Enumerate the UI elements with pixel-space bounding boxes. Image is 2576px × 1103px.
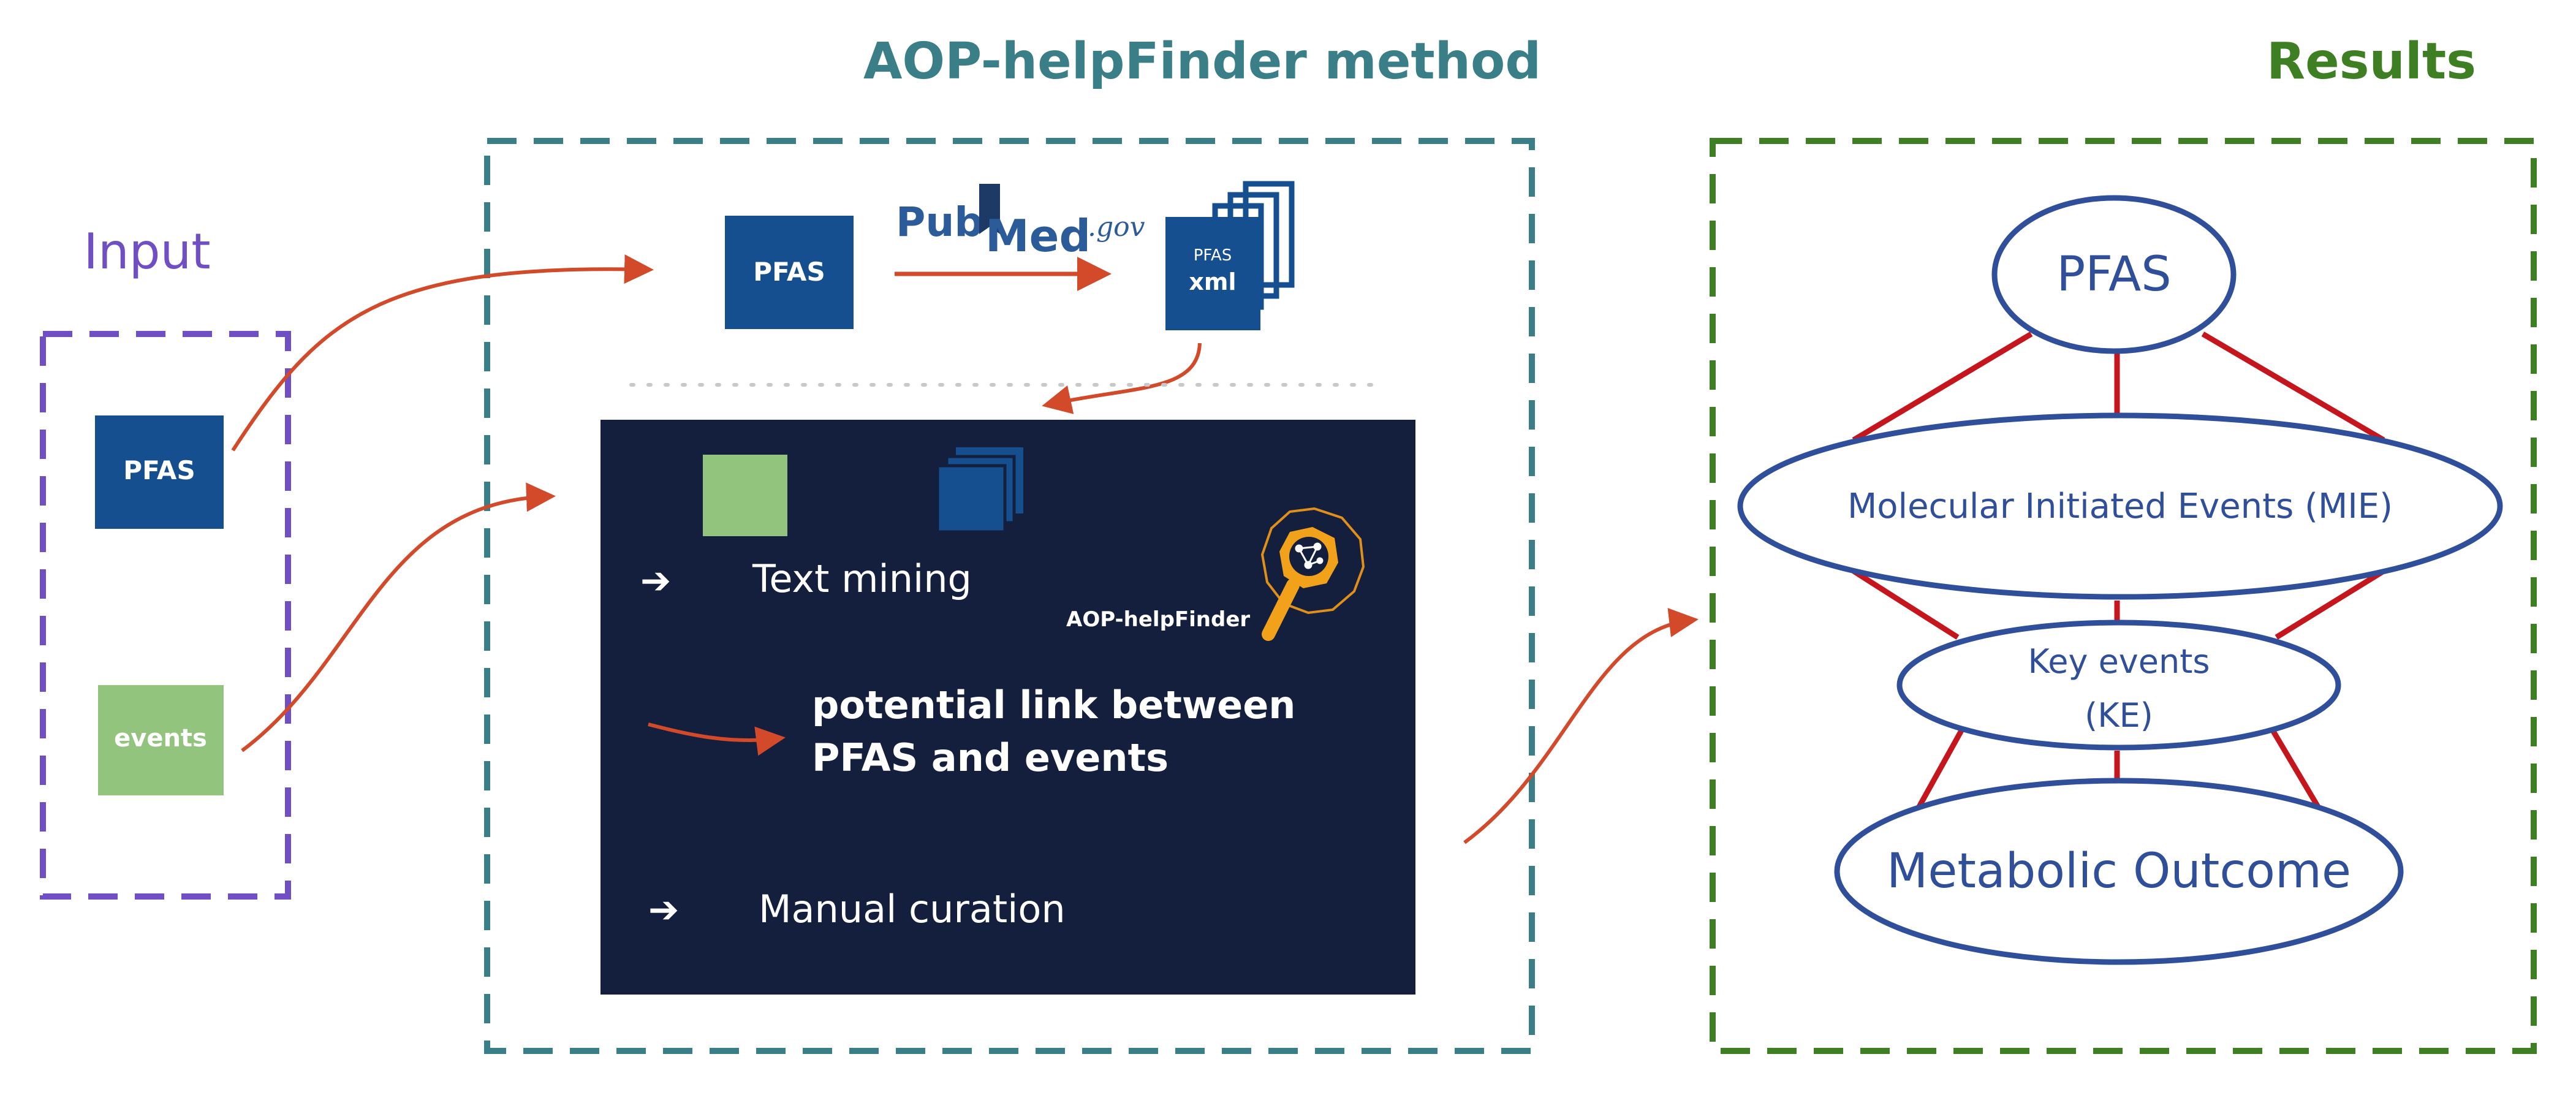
arrow-pfas-to-method: [231, 254, 654, 452]
results-title: Results: [2267, 32, 2476, 91]
arrow-xml-to-panel: [1042, 343, 1202, 414]
xml-top-label: PFAS: [1194, 246, 1232, 265]
input-pfas-label: PFAS: [123, 455, 195, 485]
aop-helpfinder-logo-caption: AOP-helpFinder: [1066, 607, 1250, 632]
results-connectors: [1852, 332, 2385, 811]
text-mining-label: Text mining: [752, 556, 972, 601]
manual-curation-label: Manual curation: [759, 887, 1066, 931]
result-mie-label: Molecular Initiated Events (MIE): [1847, 487, 2393, 526]
result-ke-line1: Key events: [2028, 642, 2210, 681]
method-title: AOP-helpFinder method: [863, 32, 1541, 91]
result-ke-line2: (KE): [2085, 696, 2153, 735]
input-pfas-box: [95, 415, 224, 529]
panel-document-stack: [936, 447, 1023, 534]
method-pfas-box: [725, 216, 854, 329]
input-frame: [40, 331, 291, 900]
arrow-events-to-method: [241, 482, 556, 752]
pubmed-logo-gov: .gov: [1088, 211, 1145, 243]
text-mining-arrow-icon: ➔: [640, 559, 671, 602]
result-pfas-label: PFAS: [2056, 247, 2172, 302]
potential-link-line2: PFAS and events: [812, 735, 1169, 780]
pubmed-logo-bookmark: [979, 184, 1000, 234]
potential-link-line1: potential link between: [812, 683, 1295, 727]
potential-link-arrow: [648, 722, 786, 756]
panel-green-square: [703, 455, 787, 536]
input-title: Input: [83, 223, 210, 280]
result-mie-node: [1737, 412, 2503, 600]
xml-bottom-label: xml: [1189, 268, 1236, 295]
pubmed-logo: Pub Med .gov: [896, 184, 1145, 262]
result-ke-node: [1896, 620, 2341, 751]
result-outcome-node: [1834, 778, 2404, 965]
pubmed-logo-pub: Pub: [896, 199, 983, 246]
input-events-box: [98, 685, 224, 795]
result-pfas-node: [1991, 195, 2237, 354]
result-outcome-label: Metabolic Outcome: [1887, 844, 2351, 899]
xml-document-stack: [1165, 181, 1295, 330]
arrow-method-to-results: [1463, 608, 1699, 844]
method-frame: [484, 138, 1535, 1054]
results-frame: [1710, 138, 2537, 1054]
manual-curation-arrow-icon: ➔: [648, 889, 679, 931]
pubmed-logo-med: Med: [985, 210, 1091, 262]
input-events-label: events: [114, 724, 207, 752]
method-pfas-label: PFAS: [753, 257, 825, 287]
aop-helpfinder-logo: [1260, 507, 1365, 641]
